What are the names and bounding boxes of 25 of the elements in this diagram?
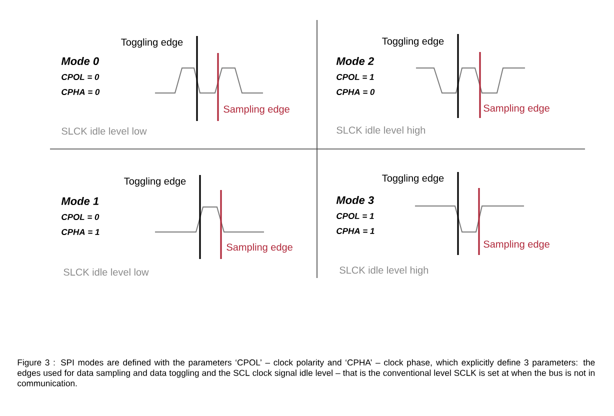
parameter-text: CPOL = 0: [62, 74, 100, 80]
idle-level-text: SLCK idle level high: [336, 126, 426, 136]
annotation-text: Sampling edge: [224, 105, 290, 115]
parameter-text: CPOL = 1: [336, 213, 374, 219]
parameter-text: CPHA = 1: [62, 229, 100, 235]
parameter-text: CPHA = 0: [62, 89, 100, 95]
mode-title: Mode 1: [61, 196, 98, 206]
mode-title: Mode 3: [336, 196, 374, 204]
annotation-text: Toggling edge: [382, 37, 444, 47]
idle-level-text: SLCK idle level low: [64, 268, 149, 276]
parameter-text: CPOL = 0: [62, 214, 100, 220]
parameter-text: CPOL = 1: [336, 74, 374, 80]
parameter-text: CPHA = 1: [336, 228, 374, 234]
idle-level-text: SLCK idle level high: [340, 266, 428, 276]
mode-title: Mode 2: [336, 56, 374, 66]
figure-caption: Figure 3 : SPI modes are defined with the parameters ‘CPOL’ – clock polarity and ‘CPHA’ – clock phase, which explicitly define 3 parameters: the edges used for data sampling and data toggling and the SCL clock signal idle level – that is the conventional level SCLK is set at when the bus is not in communication.: [18, 359, 595, 386]
annotation-text: Toggling edge: [124, 177, 186, 187]
parameter-text: CPHA = 0: [336, 89, 375, 95]
annotation-text: Sampling edge: [484, 104, 550, 114]
mode-title: Mode 0: [61, 56, 99, 66]
annotation-text: Toggling edge: [382, 174, 444, 184]
annotation-text: Sampling edge: [484, 240, 550, 250]
idle-level-text: SLCK idle level low: [62, 127, 147, 135]
annotation-text: Sampling edge: [226, 243, 292, 253]
annotation-text: Toggling edge: [121, 38, 183, 48]
